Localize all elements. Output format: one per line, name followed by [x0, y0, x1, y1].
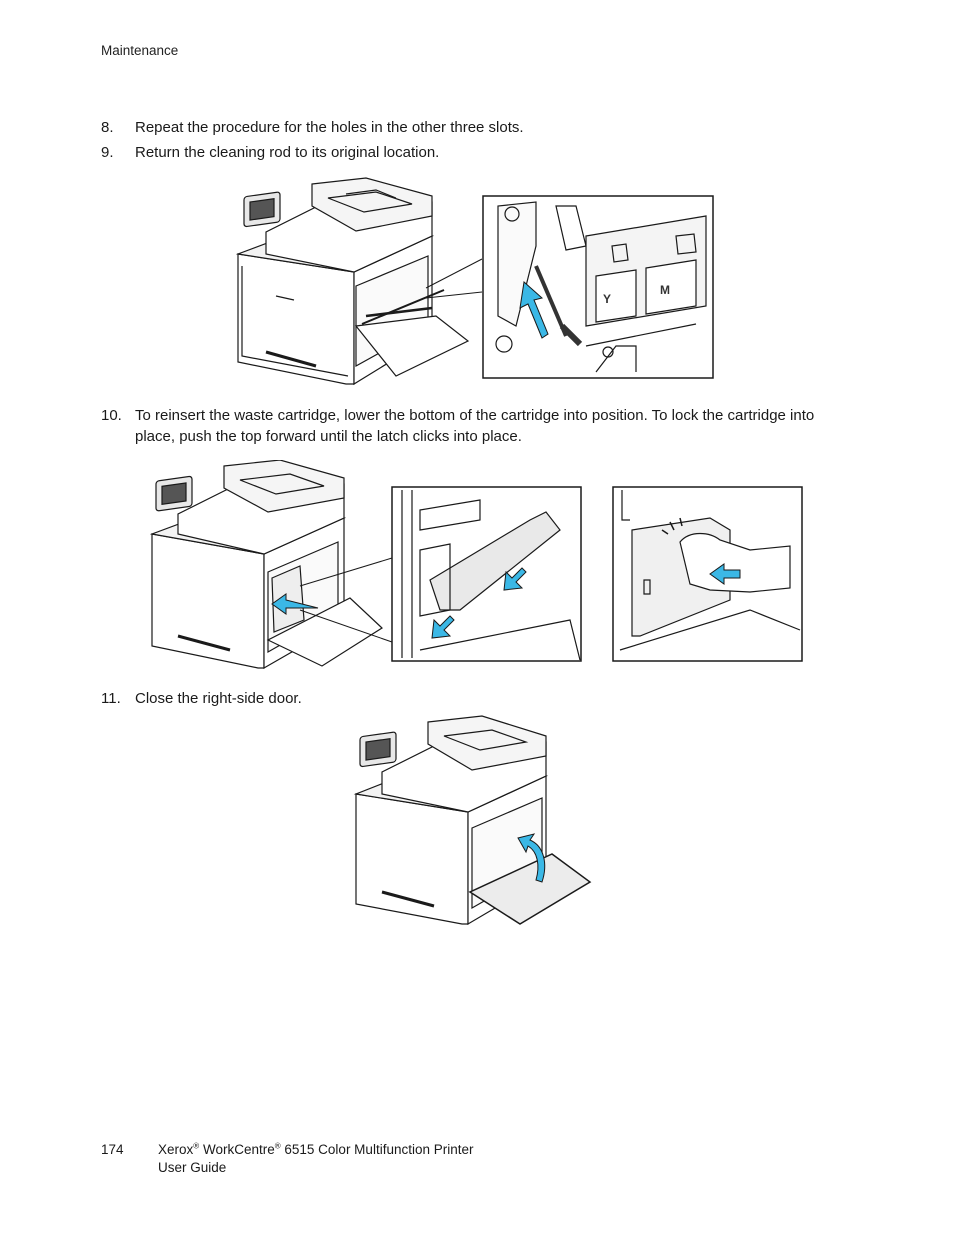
- step-number: 10.: [101, 407, 122, 424]
- product-line: WorkCentre: [202, 1142, 275, 1157]
- step-number: 8.: [101, 119, 114, 136]
- step-10: 10. To reinsert the waste cartridge, low…: [101, 405, 855, 447]
- page-footer: 174 Xerox® WorkCentre® 6515 Color Multif…: [101, 1141, 473, 1177]
- footer-product-info: Xerox® WorkCentre® 6515 Color Multifunct…: [158, 1141, 473, 1177]
- detail-inset: [482, 195, 714, 379]
- step-number: 11.: [101, 690, 121, 707]
- brand-name: Xerox: [158, 1142, 194, 1157]
- step-11: 11. Close the right-side door.: [101, 688, 302, 709]
- printer-illustration: [353, 715, 592, 926]
- step-text: Return the cleaning rod to its original …: [135, 144, 440, 161]
- page-header: Maintenance: [101, 43, 178, 58]
- document-type: User Guide: [158, 1160, 227, 1175]
- detail-inset-2: [612, 486, 803, 662]
- figure-waste-cartridge: [150, 460, 806, 672]
- product-name: Xerox® WorkCentre® 6515 Color Multifunct…: [158, 1141, 473, 1159]
- section-title: Maintenance: [101, 43, 179, 58]
- printer-illustration: [236, 177, 470, 386]
- registered-mark: ®: [193, 1141, 200, 1151]
- registered-mark: ®: [274, 1141, 281, 1151]
- toner-slot-y-label: Y: [603, 292, 611, 306]
- figure-close-door: [352, 714, 594, 926]
- step-8: 8. Repeat the procedure for the holes in…: [101, 117, 524, 138]
- step-number: 9.: [101, 144, 114, 161]
- product-model: 6515 Color Multifunction Printer: [280, 1142, 474, 1157]
- detail-inset-1: [391, 486, 582, 662]
- figure-cleaning-rod: Y M: [236, 176, 716, 386]
- step-text: Repeat the procedure for the holes in th…: [135, 119, 524, 136]
- toner-slot-m-label: M: [660, 283, 670, 297]
- step-9: 9. Return the cleaning rod to its origin…: [101, 142, 439, 163]
- page-number: 174: [101, 1142, 124, 1157]
- printer-illustration: [150, 460, 383, 670]
- step-text: To reinsert the waste cartridge, lower t…: [135, 407, 815, 445]
- step-text: Close the right-side door.: [135, 690, 302, 707]
